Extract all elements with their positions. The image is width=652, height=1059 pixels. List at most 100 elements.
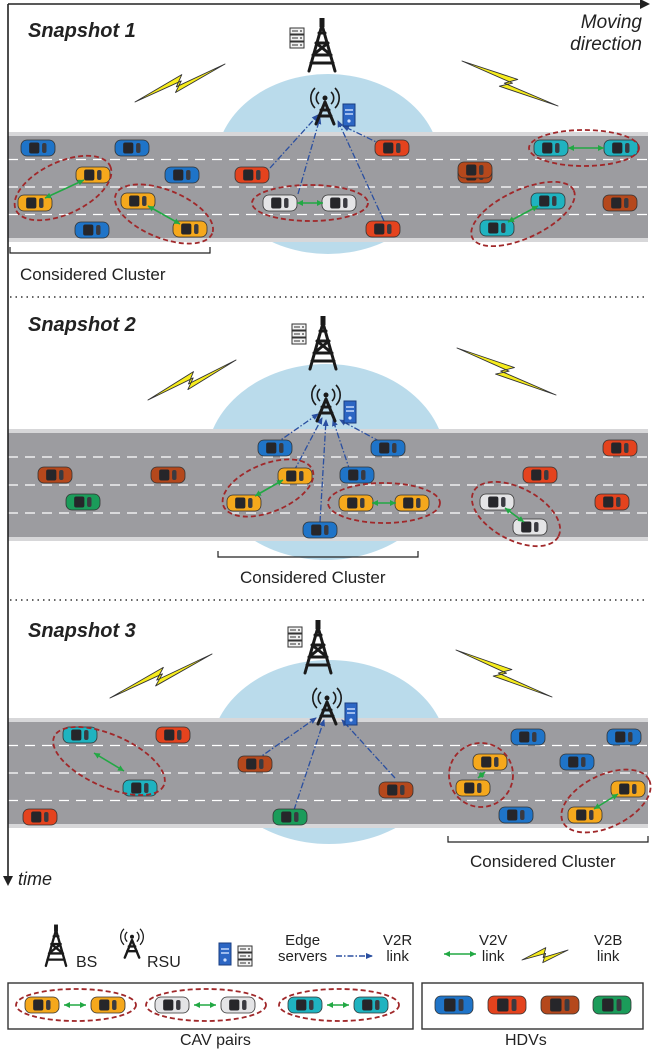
hdv-green-car bbox=[65, 493, 101, 511]
legend-v2v-line2: link bbox=[481, 948, 505, 965]
v2r-link bbox=[274, 413, 319, 445]
cav-pair-ring bbox=[221, 458, 315, 518]
hdv-orange-car bbox=[540, 995, 580, 1015]
hdv-orange-car bbox=[457, 161, 493, 179]
legend-v2r-line1: V2R bbox=[383, 932, 413, 949]
hdv-blue-car bbox=[498, 806, 534, 824]
snapshot-2-title: Snapshot 2 bbox=[28, 314, 136, 336]
rsu-tower bbox=[311, 384, 341, 423]
legend-rsu-label: RSU bbox=[147, 954, 181, 971]
cav-teal-car bbox=[530, 192, 566, 210]
hdv-red-car bbox=[22, 808, 58, 826]
edge-server bbox=[343, 400, 357, 424]
v2b-link bbox=[455, 649, 553, 698]
v2r-link bbox=[255, 717, 317, 761]
cav-silver-car bbox=[479, 493, 515, 511]
legend-cav-pairs-label: CAV pairs bbox=[180, 1032, 251, 1049]
v2r-link bbox=[293, 417, 323, 472]
edge-server-rack bbox=[289, 27, 305, 49]
cav-yellow-car bbox=[394, 494, 430, 512]
legend-edge-label: Edge servers bbox=[278, 933, 327, 965]
hdv-blue-car bbox=[20, 139, 56, 157]
bs-tower bbox=[307, 18, 337, 73]
cav-pair-ring bbox=[15, 988, 137, 1022]
hdv-orange-car bbox=[602, 194, 638, 212]
legend-edge-server-icon bbox=[218, 942, 232, 966]
legend bbox=[7, 924, 644, 1030]
road-edge bbox=[8, 537, 648, 541]
cav-silver-car bbox=[220, 996, 256, 1014]
legend-hdv-box bbox=[421, 982, 644, 1030]
legend-v2v-line1: V2V bbox=[479, 932, 508, 949]
snapshot-1-title: Snapshot 1 bbox=[28, 20, 136, 42]
snapshot-3-title: Snapshot 3 bbox=[28, 620, 136, 642]
cav-teal-car bbox=[62, 726, 98, 744]
hdv-red-car bbox=[365, 220, 401, 238]
road-edge bbox=[8, 238, 648, 242]
legend-edge-rack-icon bbox=[237, 945, 253, 967]
v2r-link bbox=[319, 419, 329, 523]
legend-bs-icon bbox=[44, 924, 68, 968]
hdv-blue-car bbox=[74, 221, 110, 239]
v2r-link bbox=[269, 114, 319, 169]
snapshot-2-cluster-label: Considered Cluster bbox=[240, 568, 386, 587]
hdv-blue-car bbox=[257, 439, 293, 457]
cav-pair-ring bbox=[251, 184, 369, 222]
hdv-red-car bbox=[594, 493, 630, 511]
v2v-link bbox=[477, 771, 486, 779]
cav-yellow-car bbox=[120, 192, 156, 210]
snapshot-3-cluster-label: Considered Cluster bbox=[470, 852, 616, 871]
hdv-blue-car bbox=[559, 753, 595, 771]
cav-silver-car bbox=[262, 194, 298, 212]
cav-yellow-car bbox=[24, 996, 60, 1014]
edge-server-rack bbox=[287, 626, 303, 648]
cav-pair-ring bbox=[114, 183, 214, 245]
cav-yellow-car bbox=[75, 166, 111, 184]
legend-v2r-label: V2R link bbox=[383, 933, 412, 965]
legend-rsu-icon bbox=[120, 928, 144, 959]
v2b-link bbox=[461, 60, 559, 107]
v2r-link bbox=[293, 719, 325, 811]
snapshot-1-cluster-label: Considered Cluster bbox=[20, 265, 166, 284]
cav-pair-ring bbox=[145, 988, 267, 1022]
bs-tower bbox=[303, 620, 333, 675]
cav-pair-ring bbox=[470, 180, 576, 248]
hdv-blue-car bbox=[114, 139, 150, 157]
cav-pair-ring bbox=[52, 726, 166, 796]
cav-pair-ring bbox=[327, 482, 441, 524]
cav-yellow-car bbox=[567, 806, 603, 824]
legend-edge-line2: servers bbox=[278, 948, 328, 965]
v2v-link bbox=[147, 205, 181, 225]
v2b-link bbox=[456, 347, 557, 396]
edge-server bbox=[342, 103, 356, 127]
road-edge bbox=[8, 718, 648, 722]
road-edge bbox=[8, 132, 648, 136]
cav-yellow-car bbox=[172, 220, 208, 238]
cav-yellow-car bbox=[338, 494, 374, 512]
cav-pair-ring bbox=[278, 988, 400, 1022]
edge-server bbox=[344, 702, 358, 726]
hdv-red-car bbox=[522, 466, 558, 484]
cluster-bracket bbox=[217, 551, 419, 558]
cav-pair-ring bbox=[448, 742, 514, 808]
hdv-blue-car bbox=[606, 728, 642, 746]
cav-yellow-car bbox=[226, 494, 262, 512]
cluster-bracket bbox=[9, 247, 211, 254]
hdv-orange-car bbox=[150, 466, 186, 484]
cav-pair-ring bbox=[13, 154, 113, 222]
legend-v2r-line2: link bbox=[386, 948, 409, 965]
hdv-orange-car bbox=[237, 755, 273, 773]
legend-edge-line1: Edge bbox=[285, 932, 321, 949]
hdv-blue-car bbox=[164, 166, 200, 184]
v2v-link bbox=[504, 507, 525, 523]
v2v-link bbox=[593, 793, 619, 810]
cav-silver-car bbox=[154, 996, 190, 1014]
hdv-red-car bbox=[374, 139, 410, 157]
v2v-link bbox=[507, 205, 539, 223]
v2r-link bbox=[341, 719, 396, 779]
v2b-link bbox=[147, 359, 237, 401]
cav-yellow-car bbox=[455, 779, 491, 797]
cav-silver-car bbox=[321, 194, 357, 212]
cav-pair-ring bbox=[470, 480, 562, 548]
v2v-link bbox=[93, 752, 125, 772]
